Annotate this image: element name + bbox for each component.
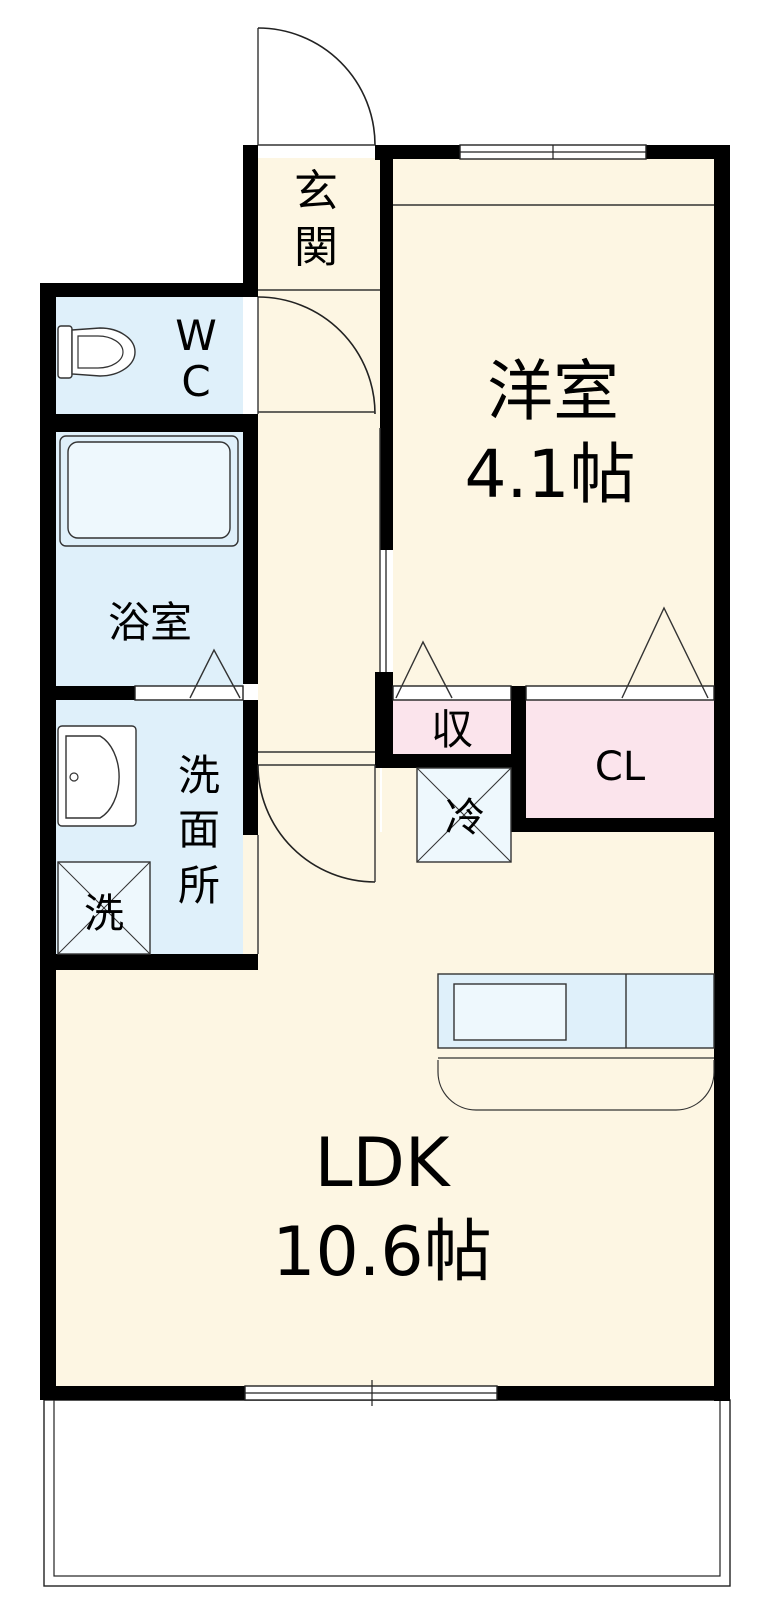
windows — [244, 144, 647, 1406]
wall-closet-bottom — [511, 818, 730, 832]
wall-wc-top — [40, 283, 258, 297]
wall-wc-bath — [40, 414, 258, 432]
storage-floor — [393, 700, 511, 754]
walls — [40, 145, 730, 1401]
closet-floor — [526, 700, 715, 818]
ldk-label: LDK — [315, 1124, 452, 1203]
kitchen-counter-icon — [437, 973, 715, 1111]
wall-bath-right — [243, 414, 258, 684]
storage-label: 収 — [431, 705, 473, 754]
door-swing-icon — [257, 296, 376, 415]
western-room-size: 4.1帖 — [465, 436, 636, 513]
bathtub-icon — [59, 435, 239, 547]
closet-label: CL — [595, 744, 646, 790]
bathroom-label: 浴室 — [108, 598, 192, 647]
wc-label-2: C — [181, 357, 210, 406]
wall-storage-bottom — [375, 754, 525, 768]
fridge-space-icon — [416, 767, 512, 863]
door-swing-icon — [257, 751, 376, 883]
wc-label: W — [175, 311, 217, 360]
western-room-label: 洋室 — [487, 353, 619, 430]
wall-storage-left — [375, 672, 393, 768]
hallway-floor — [258, 158, 380, 968]
window-icon — [459, 144, 647, 160]
labels: 玄 関 W C 洋室 4.1帖 浴室 洗 面 所 洗 収 CL 冷 LDK 10… — [84, 166, 646, 1292]
balcony-floor — [43, 1399, 731, 1587]
door-swing-icon — [257, 27, 376, 146]
washroom-label-3: 所 — [178, 861, 220, 910]
sink-icon — [57, 725, 137, 827]
wall-wash-bottom — [40, 954, 258, 970]
toilet-icon — [57, 325, 136, 379]
washer-space-label: 洗 — [84, 891, 124, 937]
washroom-label: 洗 — [178, 751, 220, 800]
fridge-space-label: 冷 — [445, 795, 485, 841]
wall-right — [714, 145, 730, 1401]
sliding-door — [525, 606, 715, 701]
sliding-door — [379, 428, 391, 672]
window-icon — [244, 1380, 498, 1406]
wall-wash-right — [243, 700, 258, 835]
doors — [134, 27, 715, 954]
ldk-size: 10.6帖 — [272, 1213, 491, 1292]
wall-storage-right — [511, 686, 526, 832]
sliding-door — [392, 640, 512, 701]
wall-bath-wash — [40, 686, 135, 700]
genkan-label-2: 関 — [294, 222, 338, 273]
washroom-label-2: 面 — [178, 805, 220, 854]
genkan-label: 玄 — [294, 166, 338, 217]
western-room-floor — [393, 158, 715, 690]
sliding-door — [134, 648, 244, 701]
wall-genkan-left — [243, 145, 258, 297]
washer-space-icon — [57, 861, 151, 955]
wall-left — [40, 283, 56, 1400]
